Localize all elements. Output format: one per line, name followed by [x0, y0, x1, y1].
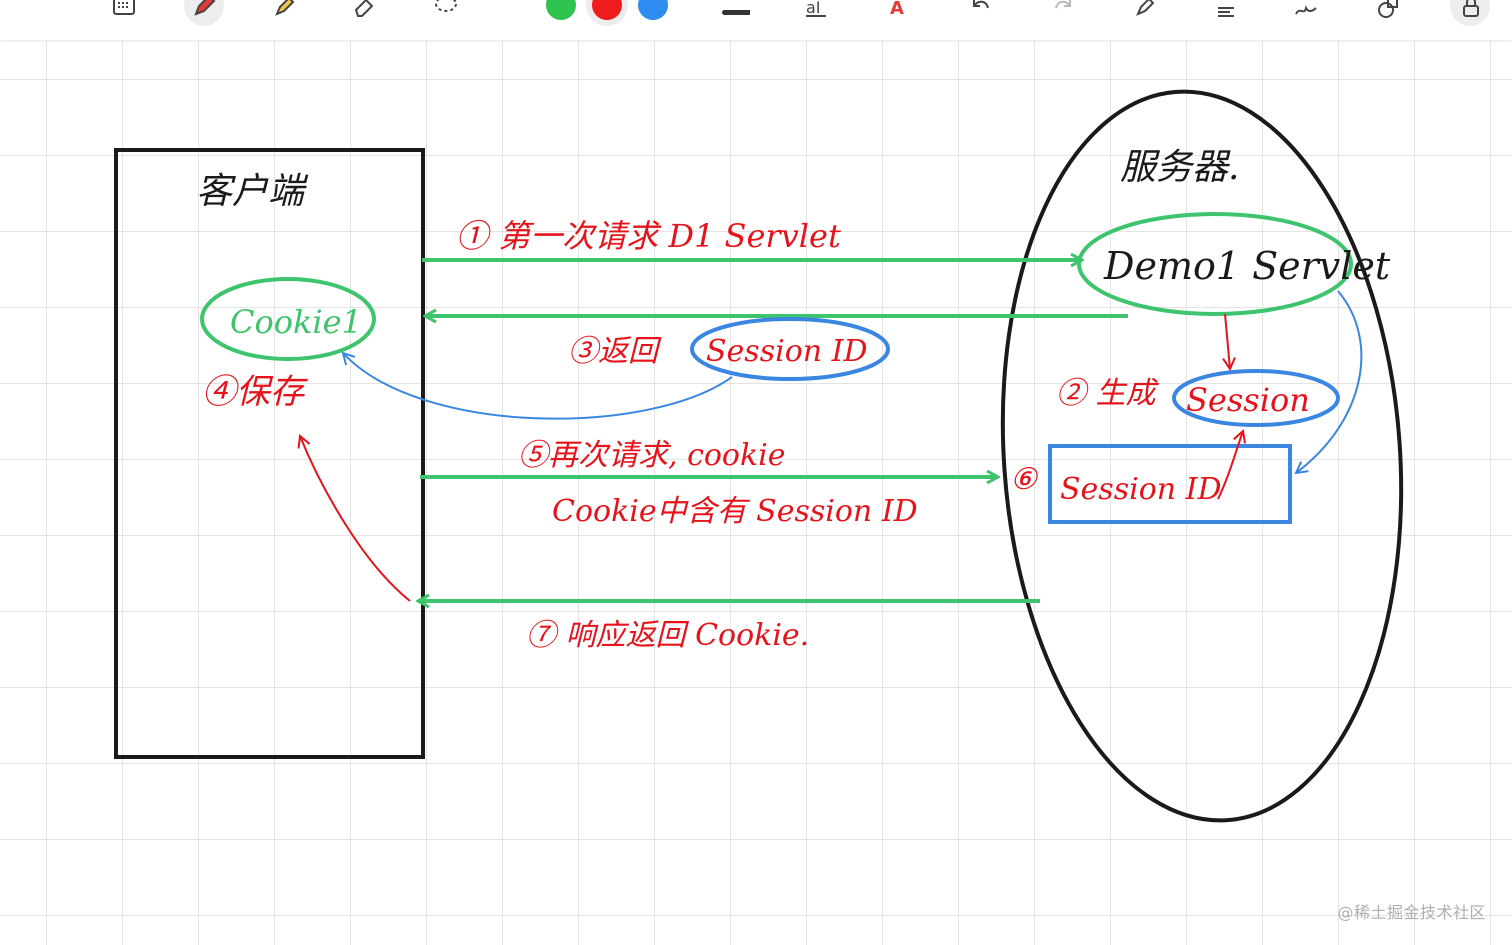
list-icon[interactable]: [1206, 0, 1246, 26]
session-id-box-label: Session ID: [1060, 472, 1222, 507]
sessionid-to-session-arrow: [1217, 431, 1243, 500]
step3-session-label: Session ID: [706, 334, 868, 369]
highlighter-icon[interactable]: [264, 0, 304, 26]
lasso-icon[interactable]: [426, 0, 466, 26]
cookie-label: Cookie1: [230, 303, 362, 341]
eraser-icon[interactable]: [344, 0, 384, 26]
shape-recognize-icon[interactable]: A: [878, 0, 918, 26]
step3-label: ③返回: [568, 334, 662, 369]
lock-icon[interactable]: [1450, 0, 1490, 26]
client-title: 客户端: [196, 171, 309, 212]
step1-label: ① 第一次请求 D1 Servlet: [456, 217, 841, 255]
svg-text:A: A: [890, 0, 904, 19]
whiteboard-canvas[interactable]: 客户端 Cookie1 ④保存 服务器. Demo1 Servlet ② 生成 …: [0, 41, 1512, 945]
servlet-to-sessionid-arrow: [1296, 290, 1363, 473]
redo-icon[interactable]: [1044, 0, 1084, 26]
pen-icon[interactable]: [184, 0, 224, 26]
grid-background: [0, 41, 1512, 945]
keyboard-icon[interactable]: [104, 0, 144, 26]
session-label: Session: [1186, 381, 1310, 419]
watermark: @稀土掘金技术社区: [1337, 903, 1486, 922]
step2-label: ② 生成: [1056, 376, 1160, 411]
cookie-ellipse: [200, 277, 376, 361]
servlet-to-session-arrow: [1225, 313, 1230, 369]
sessionid-to-cookie-arrow: [343, 353, 733, 420]
step6-label: ⑥: [1010, 462, 1039, 497]
step7-label: ⑦ 响应返回 Cookie.: [526, 618, 809, 653]
servlet-label: Demo1 Servlet: [1103, 244, 1391, 288]
session-ellipse: [1172, 369, 1340, 427]
save-label: ④保存: [202, 372, 308, 412]
toolbar: aI A: [0, 0, 1512, 41]
text-icon[interactable]: aI: [796, 0, 836, 26]
signature-icon[interactable]: [1286, 0, 1326, 26]
color-swatch-blue[interactable]: [638, 0, 668, 20]
step5-label: ⑤再次请求, cookie: [518, 438, 786, 473]
stroke-width-icon[interactable]: [716, 0, 756, 26]
color-swatch-green[interactable]: [546, 0, 576, 20]
response-to-save-arrow: [300, 436, 411, 602]
undo-icon[interactable]: [960, 0, 1000, 26]
returned-sessionid-ellipse: [690, 317, 890, 381]
step5-sub-label: Cookie中含有 Session ID: [552, 494, 918, 529]
color-swatch-red[interactable]: [592, 0, 622, 20]
pen-settings-icon[interactable]: [1126, 0, 1166, 26]
client-box: [114, 148, 425, 759]
shapes-icon[interactable]: [1368, 0, 1408, 26]
server-title: 服务器.: [1120, 147, 1239, 188]
svg-text:aI: aI: [806, 0, 821, 17]
server-ellipse: [1000, 89, 1404, 823]
session-id-box: [1048, 444, 1292, 524]
